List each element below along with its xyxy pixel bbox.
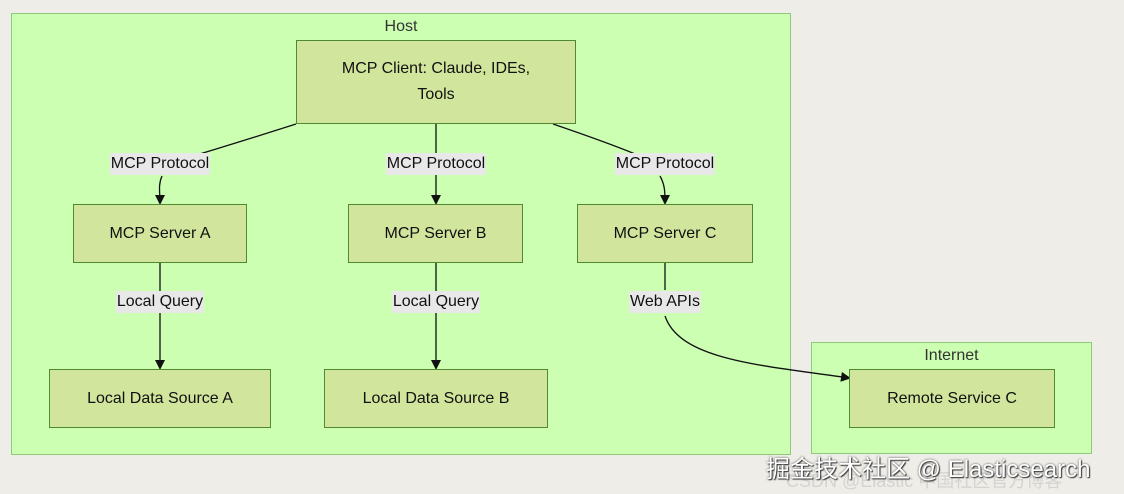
mcp-server-a-node[interactable]: MCP Server A [73, 204, 247, 263]
local-data-source-b-node[interactable]: Local Data Source B [324, 369, 548, 428]
local-data-source-b-label: Local Data Source B [362, 389, 510, 407]
mcp-client-node[interactable]: MCP Client: Claude, IDEs, Tools [296, 40, 576, 124]
edge-label-server-c-remote-c: Web APIs [629, 291, 701, 313]
remote-service-c-node[interactable]: Remote Service C [849, 369, 1055, 428]
edge-server-c-remote-c [664, 262, 849, 378]
watermark-primary: 掘金技术社区 @ Elasticsearch [766, 456, 1091, 483]
mcp-server-a-label: MCP Server A [109, 224, 211, 242]
edge-label-client-server-c: MCP Protocol [614, 153, 716, 175]
edge-label-server-b-source-b: Local Query [391, 291, 481, 313]
mcp-server-c-label: MCP Server C [613, 224, 717, 242]
mcp-server-c-node[interactable]: MCP Server C [577, 204, 753, 263]
watermark-secondary: CSDN @Elastic 中国社区官方博客 [786, 471, 1063, 491]
edge-label-client-server-a: MCP Protocol [109, 153, 211, 175]
edge-label-server-a-source-a: Local Query [115, 291, 205, 313]
mcp-server-b-label: MCP Server B [384, 224, 487, 242]
internet-cluster-title: Internet [924, 347, 979, 364]
mcp-server-b-node[interactable]: MCP Server B [348, 204, 523, 263]
mcp-client-label-line1: MCP Client: Claude, IDEs, [341, 60, 531, 77]
local-data-source-a-label: Local Data Source A [87, 389, 233, 407]
local-data-source-a-node[interactable]: Local Data Source A [49, 369, 271, 428]
mcp-client-label-line2: Tools [417, 86, 455, 103]
host-cluster-title: Host [384, 18, 418, 35]
remote-service-c-label: Remote Service C [887, 389, 1017, 407]
edge-label-client-server-b: MCP Protocol [385, 153, 487, 175]
